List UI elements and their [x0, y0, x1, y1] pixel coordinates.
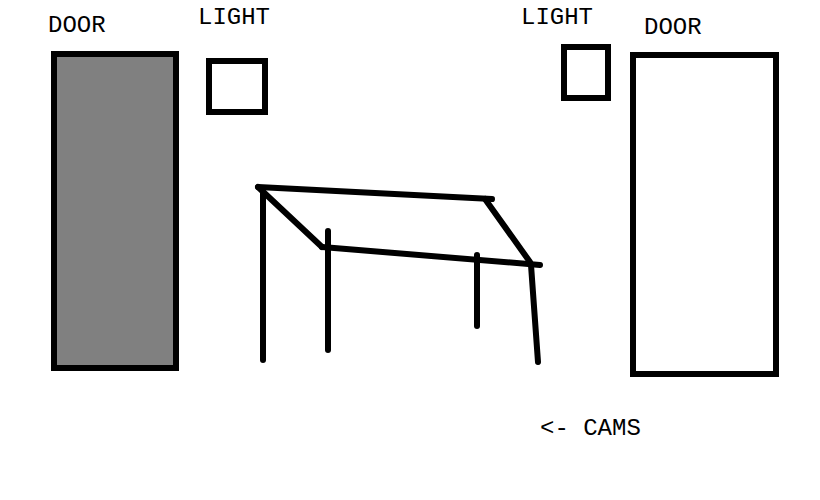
node-label: DOOR [48, 14, 106, 38]
table-lines [258, 187, 540, 362]
table-leg [531, 265, 538, 362]
table-edge [258, 187, 492, 199]
table-edge [258, 187, 322, 247]
cams-label: <- CAMS [540, 417, 641, 441]
door-box: DOOR [630, 52, 779, 377]
node-label: DOOR [644, 16, 702, 40]
node-label: LIGHT [521, 6, 593, 30]
light-box: LIGHT [206, 58, 268, 115]
light-box: LIGHT [561, 44, 611, 101]
table-leg [474, 255, 480, 326]
table-edge [485, 199, 530, 262]
table-leg [325, 231, 331, 350]
table-edge [322, 247, 540, 265]
node-label: LIGHT [198, 6, 270, 30]
door-box: DOOR [51, 51, 179, 371]
table-leg [260, 190, 266, 360]
